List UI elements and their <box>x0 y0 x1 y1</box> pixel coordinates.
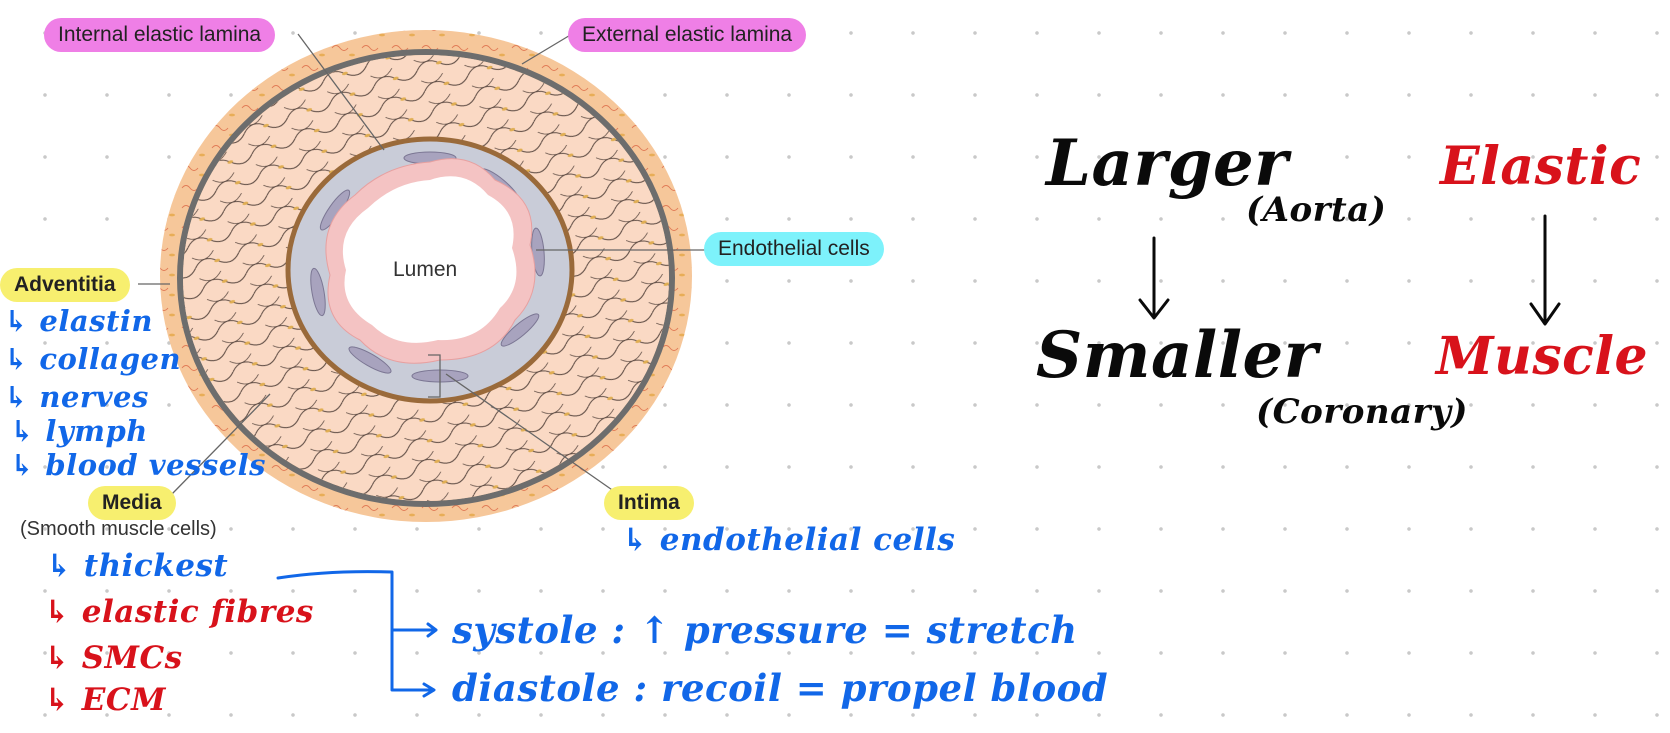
media-bracket-line <box>276 570 434 692</box>
adventitia-note-collagen: ↳ collagen <box>4 342 182 376</box>
adventitia-label: Adventitia <box>0 268 130 302</box>
internal-elastic-lamina-label: Internal elastic lamina <box>44 18 276 52</box>
smaller-note: Smaller <box>1036 318 1318 393</box>
intima-note-endothelial: ↳ endothelial cells <box>622 522 956 558</box>
systole-note: systole : ↑ pressure = stretch <box>452 608 1078 652</box>
external-elastic-lamina <box>177 49 675 507</box>
larger-note: Larger <box>1046 126 1289 201</box>
pointer-external-lamina <box>521 33 573 65</box>
size-arrow <box>1138 236 1170 320</box>
intima-bracket <box>428 354 441 398</box>
adventitia-note-nerves: ↳ nerves <box>4 380 149 414</box>
coronary-note: (Coronary) <box>1256 392 1468 432</box>
media-label: Media <box>88 486 176 520</box>
media-bracket-arrow-bottom <box>422 682 436 698</box>
lumen-area <box>342 176 517 343</box>
pointer-media <box>171 393 271 495</box>
endothelial-cells-label: Endothelial cells <box>704 232 884 266</box>
aorta-note: (Aorta) <box>1246 190 1387 230</box>
type-arrow <box>1529 214 1561 326</box>
lumen-label: Lumen <box>393 258 458 281</box>
diastole-note: diastole : recoil = propel blood <box>452 666 1109 710</box>
media-note-elastic-fibres: ↳ elastic fibres <box>44 594 314 630</box>
adventitia-note-elastin: ↳ elastin <box>4 304 153 338</box>
pointer-internal-lamina <box>297 33 385 151</box>
adventitia-note-lymph: ↳ lymph <box>10 414 148 448</box>
media-note-thickest: ↳ thickest <box>46 548 229 584</box>
muscle-note: Muscle <box>1436 326 1649 387</box>
external-elastic-lamina-label: External elastic lamina <box>568 18 807 52</box>
intima-label: Intima <box>604 486 694 520</box>
media-bracket-arrow-top <box>390 622 438 638</box>
media-note-ecm: ↳ ECM <box>44 682 166 718</box>
adventitia-note-blood-vessels: ↳ blood vessels <box>10 448 266 482</box>
media-sublabel: (Smooth muscle cells) <box>20 518 217 540</box>
elastic-note: Elastic <box>1440 136 1642 197</box>
media-note-smcs: ↳ SMCs <box>44 640 183 676</box>
pointer-intima <box>445 373 619 495</box>
